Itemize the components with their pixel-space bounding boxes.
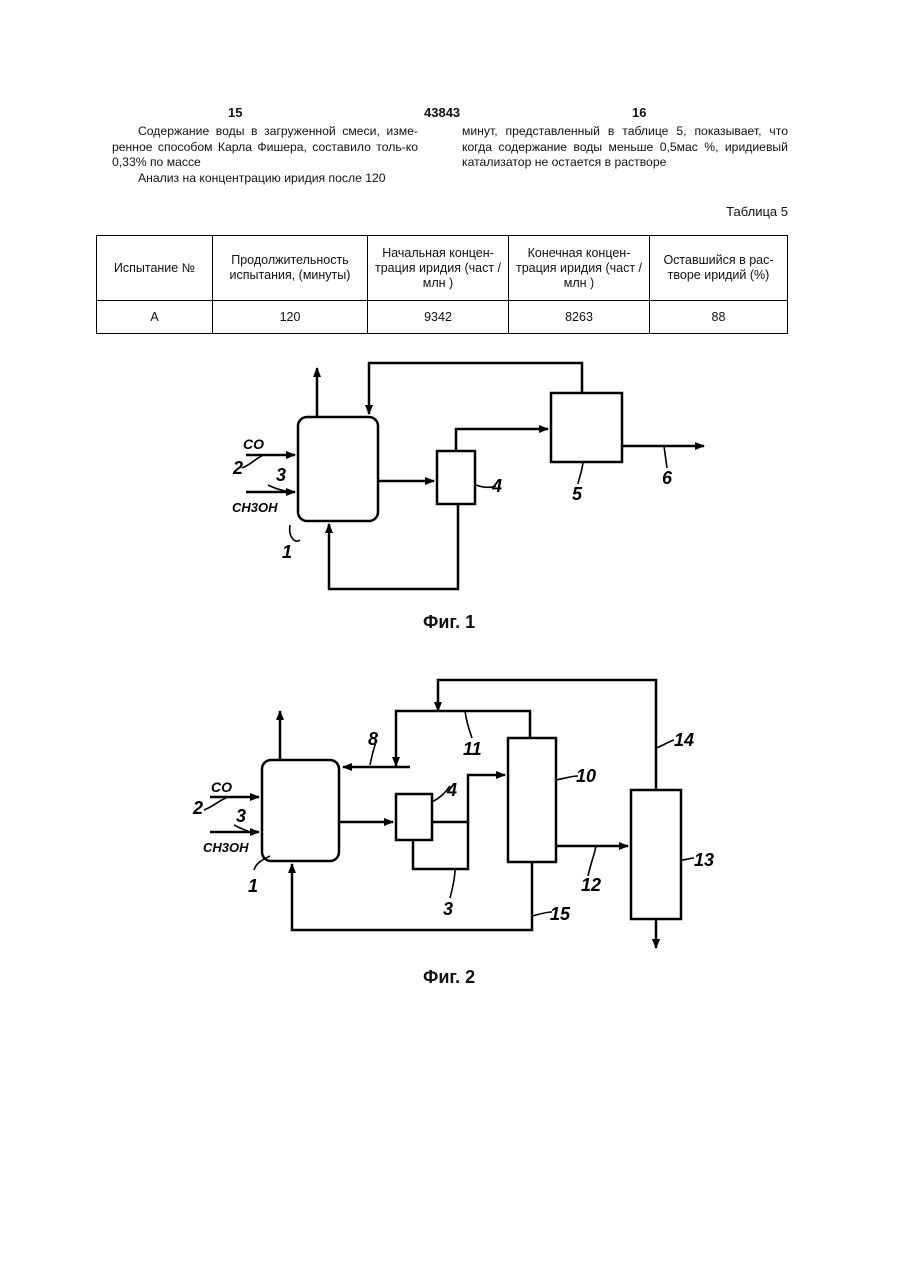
recycle-line-15 [292, 862, 532, 930]
label-3: 3 [276, 465, 286, 485]
recycle-line-bottom [329, 504, 458, 589]
leader-14 [656, 740, 674, 748]
label-15: 15 [550, 904, 571, 924]
right-column-text: минут, представленный в таблице 5, показ… [462, 124, 788, 171]
table-cell: А [97, 301, 213, 334]
paragraph-continuation: минут, представленный в таблице 5, показ… [462, 124, 788, 171]
label-2: 2 [192, 798, 203, 818]
column-13 [631, 790, 681, 919]
figure-2-caption: Фиг. 2 [423, 967, 475, 988]
paragraph-water-content: Содержание воды в загруженной смеси, изм… [112, 124, 418, 171]
leader-2 [242, 456, 262, 468]
table-5: Испытание № Продолжительность испытания,… [96, 235, 788, 334]
table-cell: 8263 [509, 301, 650, 334]
column-10 [508, 738, 556, 862]
label-ch3oh: CH3OH [203, 840, 249, 855]
leader-10 [556, 776, 578, 780]
table-cell: 9342 [368, 301, 509, 334]
label-1: 1 [282, 542, 292, 562]
table-header-row: Испытание № Продолжительность испытания,… [97, 236, 788, 301]
label-14: 14 [674, 730, 694, 750]
label-5: 5 [572, 484, 583, 504]
label-12: 12 [581, 875, 601, 895]
table-caption: Таблица 5 [726, 204, 788, 219]
figure-1-caption: Фиг. 1 [423, 612, 475, 633]
label-ch3oh: CH3OH [232, 500, 278, 515]
leader-15 [532, 912, 552, 916]
leader-5 [578, 462, 583, 484]
label-3: 3 [236, 806, 246, 826]
line-3 [413, 822, 468, 869]
label-4: 4 [446, 780, 457, 800]
label-13: 13 [694, 850, 714, 870]
label-10: 10 [576, 766, 596, 786]
label-11: 11 [463, 739, 482, 759]
flash-tank-4 [396, 794, 432, 840]
leader-1 [254, 856, 270, 870]
figure-2-diagram: CO CH3OH 1 2 3 4 8 11 10 14 12 13 3 15 [0, 665, 900, 955]
label-6: 6 [662, 468, 673, 488]
paragraph-analysis: Анализ на концентрацию иридия после 120 [112, 171, 418, 187]
leader-1 [290, 525, 300, 541]
label-8: 8 [368, 729, 378, 749]
left-column-text: Содержание воды в загруженной смеси, изм… [112, 124, 418, 186]
column-5 [551, 393, 622, 462]
table-header-cell: Испытание № [97, 236, 213, 301]
table-row: А 120 9342 8263 88 [97, 301, 788, 334]
leader-13 [681, 858, 694, 860]
label-4: 4 [491, 476, 502, 496]
label-2: 2 [232, 458, 243, 478]
leader-3 [268, 485, 286, 491]
table-cell: 120 [213, 301, 368, 334]
page-number-left: 15 [228, 105, 242, 120]
table-cell: 88 [650, 301, 788, 334]
label-1: 1 [248, 876, 258, 896]
label-co: CO [211, 779, 232, 795]
leader-2 [204, 798, 226, 810]
leader-11 [465, 711, 472, 738]
reactor-1 [298, 417, 378, 521]
table-header-cell: Начальная концен-трация иридия (част /мл… [368, 236, 509, 301]
patent-number: 43843 [424, 105, 460, 120]
leader-3b [450, 869, 455, 898]
flash-tank-4 [437, 451, 475, 504]
table-header-cell: Конечная концен-трация иридия (част / мл… [509, 236, 650, 301]
figure-1-diagram: CO CH3OH 1 2 3 4 5 6 [0, 345, 900, 610]
page-number-right: 16 [632, 105, 646, 120]
reactor-1 [262, 760, 339, 861]
leader-12 [588, 846, 596, 876]
flash-to-column-line [432, 775, 505, 822]
leader-6 [664, 446, 667, 468]
label-3b: 3 [443, 899, 453, 919]
flash-to-column-line [456, 429, 548, 451]
label-co: CO [243, 436, 264, 452]
table-header-cell: Оставшийся в рас-творе иридий (%) [650, 236, 788, 301]
table-header-cell: Продолжительность испытания, (минуты) [213, 236, 368, 301]
